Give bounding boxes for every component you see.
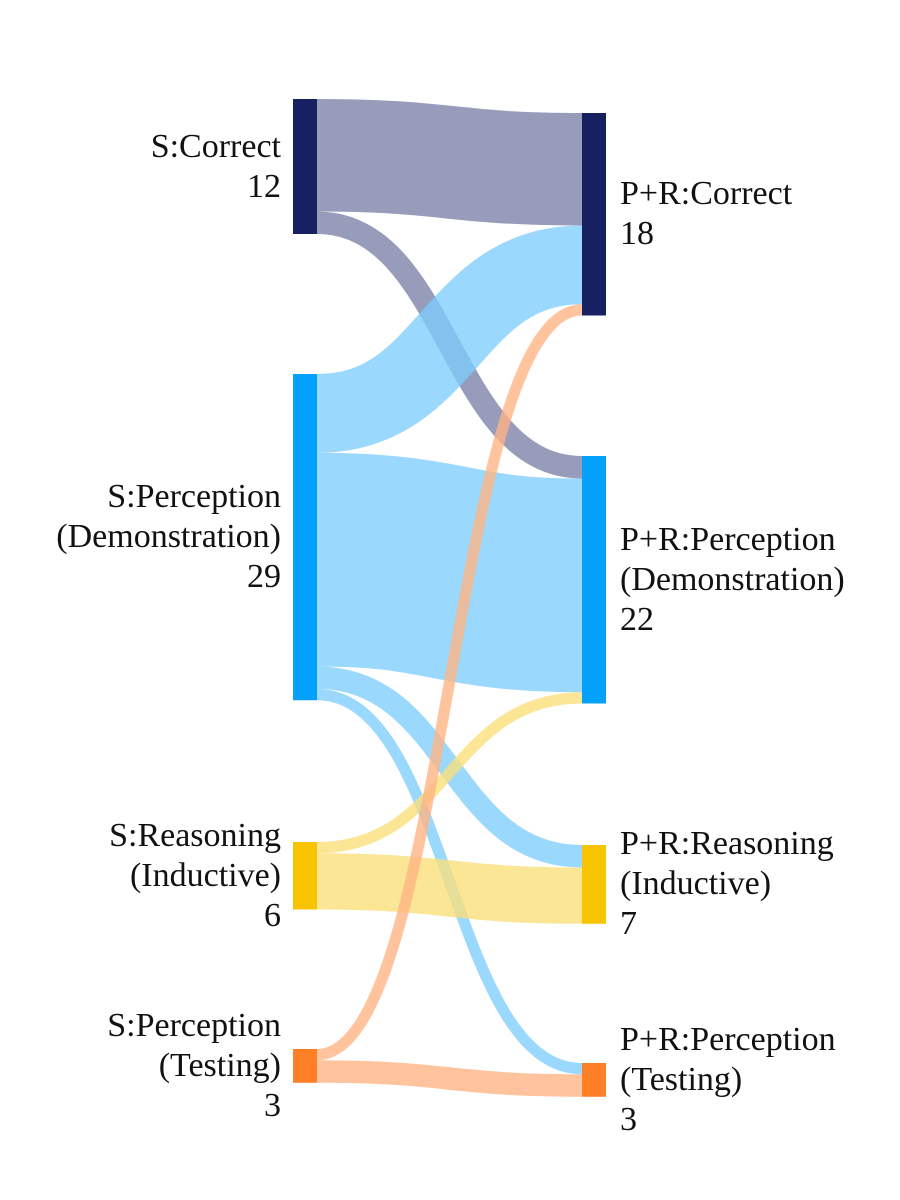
node-label-s_perc_test: S:Perception(Testing)3: [107, 1006, 281, 1126]
sankey-node-p_correct: [582, 113, 606, 316]
node-label-p_perc_demo: P+R:Perception(Demonstration)22: [620, 520, 845, 640]
node-label-line: P+R:Correct: [620, 175, 793, 213]
node-label-line: P+R:Reasoning: [620, 825, 834, 863]
node-label-line: (Inductive): [129, 856, 281, 894]
node-label-line: P+R:Perception: [620, 1020, 836, 1058]
node-value: 12: [247, 167, 281, 205]
sankey-link-s_correct-to-p_correct: [316, 99, 583, 226]
sankey-node-s_perc_demo: [293, 374, 317, 701]
sankey-node-p_reas_ind: [582, 845, 606, 924]
node-label-line: S:Reasoning: [109, 816, 281, 854]
node-value: 6: [264, 896, 281, 934]
node-label-line: (Testing): [158, 1046, 281, 1084]
node-label-line: S:Correct: [150, 127, 281, 165]
sankey-node-s_reas_ind: [293, 842, 317, 910]
sankey-link-s_reas_ind-to-p_perc_demo: [316, 692, 583, 854]
node-label-line: S:Perception: [107, 1006, 281, 1044]
sankey-link-s_perc_demo-to-p_correct: [315, 225, 584, 453]
sankey-link-s_perc_test-to-p_perc_test: [316, 1060, 583, 1097]
node-label-line: (Inductive): [620, 865, 772, 903]
sankey-link-s_reas_ind-to-p_reas_ind: [316, 853, 583, 924]
sankey-node-p_perc_test: [582, 1063, 606, 1097]
node-value: 7: [620, 905, 637, 943]
sankey-links: [315, 99, 584, 1097]
node-value: 3: [264, 1086, 281, 1124]
node-label-s_perc_demo: S:Perception(Demonstration)29: [56, 477, 281, 597]
sankey-link-s_perc_test-to-p_correct: [316, 304, 583, 1061]
node-label-s_reas_ind: S:Reasoning(Inductive)6: [109, 816, 281, 936]
node-label-line: (Demonstration): [56, 518, 281, 556]
node-value: 18: [620, 215, 654, 253]
node-value: 29: [247, 558, 281, 596]
sankey-nodes: [293, 99, 606, 1097]
node-label-p_reas_ind: P+R:Reasoning(Inductive)7: [620, 824, 834, 944]
node-value: 22: [620, 600, 654, 638]
sankey-node-s_correct: [293, 99, 317, 234]
node-label-line: P+R:Perception: [620, 520, 836, 558]
node-label-line: (Demonstration): [620, 560, 845, 598]
node-label-p_perc_test: P+R:Perception(Testing)3: [620, 1020, 836, 1140]
node-value: 3: [620, 1100, 637, 1138]
sankey-node-p_perc_demo: [582, 456, 606, 704]
sankey-node-s_perc_test: [293, 1049, 317, 1083]
node-label-line: (Testing): [620, 1060, 743, 1098]
node-label-line: S:Perception: [107, 478, 281, 516]
sankey-link-s_perc_demo-to-p_perc_demo: [316, 452, 583, 693]
